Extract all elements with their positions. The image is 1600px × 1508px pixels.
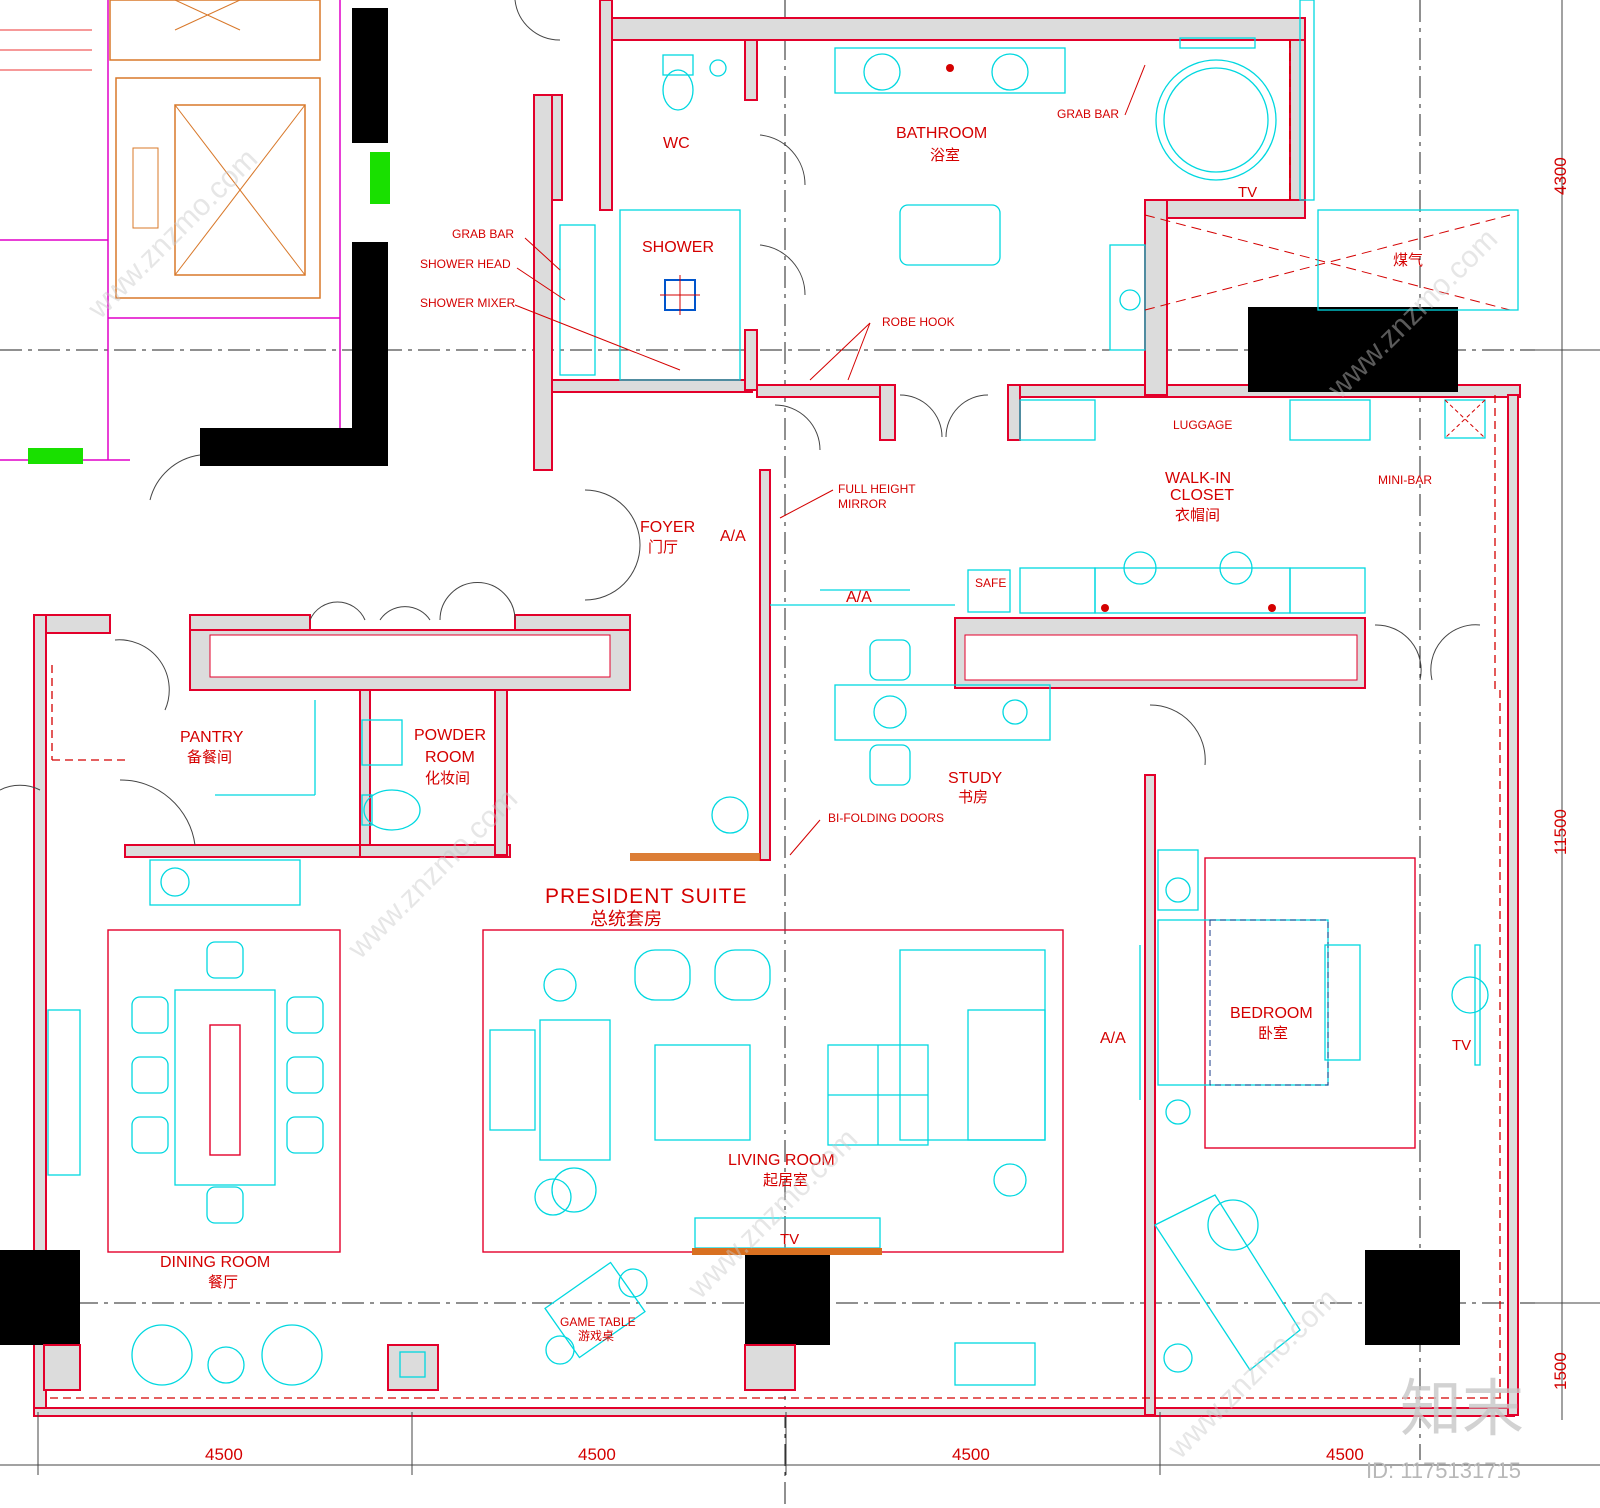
bathroom-label-cn: 浴室 [930,147,960,164]
closet-fixtures [967,399,1486,614]
living-label: LIVING ROOM [728,1152,835,1169]
dining-chair [286,996,324,1034]
aa-foyer-label: A/A [720,528,746,545]
dimensions: 4500 4500 4500 4500 4300 11500 1500 [37,157,1600,1475]
doors [0,0,1481,846]
leader-lines [514,64,1146,856]
dim-bottom-4: 4500 [1326,1445,1364,1464]
foyer-label-cn: 门厅 [648,539,678,556]
pantry-label-cn: 备餐间 [187,749,232,766]
perimeter-dashes [50,40,1505,1399]
game-table-label-cn: 游戏桌 [578,1329,614,1343]
pantry-label: PANTRY [180,729,244,746]
dining-chair [131,1116,169,1154]
living-fixtures [131,929,1064,1386]
bedroom-label-cn: 卧室 [1258,1025,1288,1042]
aa-bedroom-label: A/A [1100,1030,1126,1047]
walkin-label-cn: 衣帽间 [1175,507,1220,524]
mirror-label-1: FULL HEIGHT [838,482,916,496]
dining-chair [206,1186,244,1224]
shower-label: SHOWER [642,239,714,256]
dim-bottom-2: 4500 [578,1445,616,1464]
dim-right-1: 4300 [1551,157,1570,195]
aa-study-label: A/A [846,589,872,606]
bi-folding-label: BI-FOLDING DOORS [828,811,944,825]
powder-label-1: POWDER [414,727,486,744]
dining-chair [206,941,244,979]
suite-title: PRESIDENT SUITE [545,885,747,908]
dining-label-cn: 餐厅 [208,1274,238,1291]
dining-chair [131,1056,169,1094]
grab-bar-label-1: GRAB BAR [1057,107,1119,121]
pantry-fixtures [51,665,760,906]
dim-right-2: 11500 [1551,809,1570,855]
watermark-site-4: www.znzmo.com [1161,1282,1344,1465]
dining-chair [131,996,169,1034]
shower-mixer-label: SHOWER MIXER [420,296,516,310]
grab-bar-label-2: GRAB BAR [452,227,514,241]
dim-bottom-1: 4500 [205,1445,243,1464]
powder-label-cn: 化妆间 [425,770,470,787]
dining-chair [286,1116,324,1154]
walkin-label-1: WALK-IN [1165,470,1231,487]
game-table-label: GAME TABLE [560,1315,636,1329]
gas-label: 煤气 [1393,252,1423,269]
bathroom-fixtures [559,0,1519,381]
study-fixtures [711,589,1051,834]
wc-label: WC [663,135,690,152]
dim-bottom-3: 4500 [952,1445,990,1464]
dining-chairs [131,941,324,1224]
robe-hook-label: ROBE HOOK [882,315,955,329]
watermark-id: ID: 1175131715 [1366,1458,1521,1483]
foyer-label: FOYER [640,519,695,536]
study-label-cn: 书房 [958,789,988,806]
mirror-label-2: MIRROR [838,497,887,511]
bathroom-label: BATHROOM [896,125,987,142]
walkin-label-2: CLOSET [1170,487,1234,504]
powder-label-2: ROOM [425,749,475,766]
dining-label: DINING ROOM [160,1254,270,1271]
watermark-brand: 知末 [1400,1372,1524,1445]
luggage-label: LUGGAGE [1173,418,1232,432]
dining-chair [286,1056,324,1094]
suite-title-cn: 总统套房 [590,909,662,929]
labels: WC BATHROOM 浴室 SHOWER 煤气 FOYER 门厅 WALK-I… [160,107,1471,1343]
dim-right-3: 1500 [1551,1352,1570,1390]
tv-living-label: TV [780,1231,799,1248]
shower-head-label: SHOWER HEAD [420,257,511,271]
bedroom-label: BEDROOM [1230,1005,1313,1022]
safe-label: SAFE [975,576,1006,590]
outer-walls [0,0,1521,1417]
tv-bedroom-label: TV [1452,1037,1471,1054]
core-area [0,0,390,466]
dining-fixtures [47,929,341,1253]
bedroom-fixtures [1139,849,1489,1373]
tv-bath-label: TV [1238,184,1257,201]
mini-bar-label: MINI-BAR [1378,473,1432,487]
living-label-cn: 起居室 [763,1172,808,1189]
study-label: STUDY [948,770,1003,787]
